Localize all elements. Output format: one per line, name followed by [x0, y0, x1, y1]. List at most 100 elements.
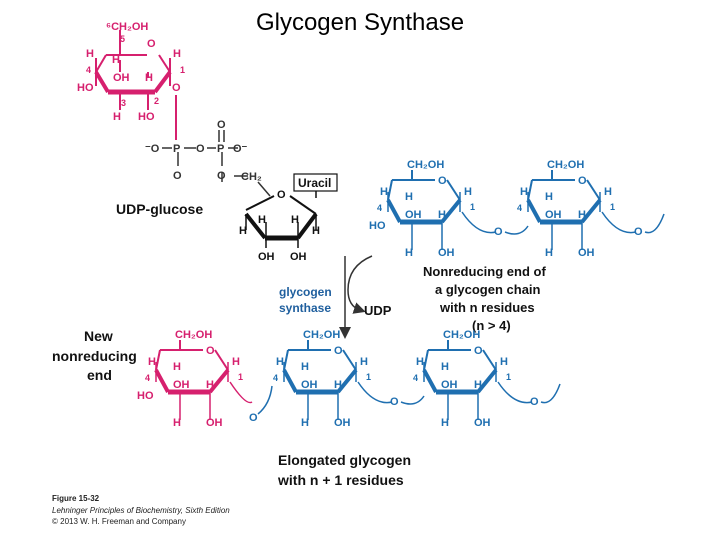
nonreducing-end-label: Nonreducing end of a glycogen chain with… — [423, 264, 546, 333]
oh-label: OH — [334, 417, 351, 429]
elongated-label-line-1: Elongated glycogen — [278, 452, 411, 468]
ho-label: HO — [369, 220, 386, 232]
ring-oxygen-label: O — [438, 175, 447, 187]
ch2-label: CH₂ — [241, 171, 262, 183]
h-label: H — [145, 72, 153, 84]
h-label: H — [464, 186, 472, 198]
ho-label: HO — [137, 390, 154, 402]
new-line-2: nonreducing — [52, 348, 137, 364]
h-label: H — [206, 379, 214, 391]
carbon-4-label: 4 — [273, 373, 278, 383]
glucose-residue: CH₂OH O H H H 4 1 OH H O H OH — [517, 159, 665, 259]
carbon-3-label: 3 — [121, 98, 126, 108]
phosphorus-label: P — [217, 143, 224, 155]
udp-glucose-label: UDP-glucose — [116, 201, 203, 217]
h-label: H — [380, 186, 388, 198]
glycosidic-oxygen-label: O — [634, 226, 643, 238]
ring-oxygen-label: O — [474, 345, 483, 357]
h-label: H — [301, 361, 309, 373]
new-line-3: end — [87, 367, 112, 383]
c6-ch2oh-label: ⁶CH₂OH — [106, 21, 148, 33]
carbon-5-label: 5 — [120, 34, 125, 44]
glycosidic-oxygen-label: O — [249, 412, 258, 424]
carbon-1-label: 1 — [470, 202, 475, 212]
nonreducing-line-3: with n residues — [439, 300, 535, 315]
ch2oh-label: CH₂OH — [407, 159, 444, 171]
carbon-1-label: 1 — [506, 372, 511, 382]
h-label: H — [173, 417, 181, 429]
ch2oh-label: CH₂OH — [547, 159, 584, 171]
glycosidic-oxygen-label: O — [390, 396, 399, 408]
carbon-4-label: 4 — [86, 65, 91, 75]
carbon-1-label: 1 — [180, 65, 185, 75]
glucose-ring — [94, 30, 177, 140]
h-label: H — [578, 209, 586, 221]
h-label: H — [441, 417, 449, 429]
ring-oxygen-label: O — [206, 345, 215, 357]
h-label: H — [291, 214, 299, 226]
h-label: H — [545, 191, 553, 203]
h-label: H — [258, 214, 266, 226]
page-title: Glycogen Synthase — [255, 9, 465, 36]
ribose-ring: O H H H H OH OH — [239, 189, 320, 263]
h-label: H — [173, 48, 181, 60]
h-label: H — [500, 356, 508, 368]
carbon-4-label: 4 — [413, 373, 418, 383]
new-glucose-residue: CH₂OH O H H H 4 1 OH H HO H OH — [137, 329, 253, 429]
ribose-oxygen-label: O — [277, 189, 286, 201]
h-label: H — [113, 111, 121, 123]
ho-label: HO — [77, 82, 94, 94]
glycogen-chain-n: CH₂OH O H H H 4 1 OH H HO O H OH — [369, 159, 665, 259]
nonreducing-line-4: (n > 4) — [472, 318, 511, 333]
oxygen-label: O — [173, 170, 182, 182]
h-label: H — [416, 356, 424, 368]
uracil-label: Uracil — [298, 176, 331, 190]
h-label: H — [232, 356, 240, 368]
oh-label: OH — [258, 251, 275, 263]
elongated-glycogen-chain: CH₂OH O H H H 4 1 OH H HO H OH O — [137, 329, 561, 429]
oxygen-label: O — [217, 119, 226, 131]
oh-label: OH — [545, 209, 562, 221]
ch2oh-label: CH₂OH — [443, 329, 480, 341]
carbon-4-label: 4 — [517, 203, 522, 213]
glucose-residue: CH₂OH O H H H 4 1 OH H O H OH — [273, 329, 425, 429]
h-label: H — [301, 417, 309, 429]
o-minus-label: O⁻ — [233, 143, 248, 155]
reaction-arrow — [339, 255, 373, 339]
oxygen-label: O — [217, 170, 226, 182]
oh-label: OH — [441, 379, 458, 391]
uracil-box: Uracil — [293, 173, 338, 192]
h-label: H — [276, 356, 284, 368]
figure-source: Lehninger Principles of Biochemistry, Si… — [52, 506, 230, 515]
oxygen-label: O — [196, 143, 205, 155]
h-label: H — [441, 361, 449, 373]
ring-oxygen-label: O — [147, 38, 156, 50]
figure-copyright: © 2013 W. H. Freeman and Company — [52, 517, 186, 526]
ring-oxygen-label: O — [578, 175, 587, 187]
h-label: H — [474, 379, 482, 391]
oh-label: OH — [438, 247, 455, 259]
h-label: H — [545, 247, 553, 259]
diphosphate-group: ⁻O P O P O⁻ O O O CH₂ — [145, 119, 271, 197]
nonreducing-line-1: Nonreducing end of — [423, 264, 546, 279]
h-label: H — [604, 186, 612, 198]
h-label: H — [520, 186, 528, 198]
oh-label: OH — [113, 72, 130, 84]
nonreducing-line-2: a glycogen chain — [435, 282, 541, 297]
carbon-2-label: 2 — [154, 96, 159, 106]
h-label: H — [405, 247, 413, 259]
glycosidic-oxygen-label: O — [530, 396, 539, 408]
carbon-1-label: 1 — [610, 202, 615, 212]
carbon-4-label: 4 — [145, 373, 150, 383]
oh-label: OH — [301, 379, 318, 391]
oh-label: OH — [578, 247, 595, 259]
enzyme-label-line-1: glycogen — [279, 285, 332, 299]
phosphorus-label: P — [173, 143, 180, 155]
glycosidic-oxygen-label: O — [172, 82, 181, 94]
h-label: H — [312, 225, 320, 237]
ho-label: HO — [138, 111, 155, 123]
h-label: H — [173, 361, 181, 373]
carbon-1-label: 1 — [238, 372, 243, 382]
oh-label: OH — [206, 417, 223, 429]
elongated-label-line-2: with n + 1 residues — [277, 472, 404, 488]
